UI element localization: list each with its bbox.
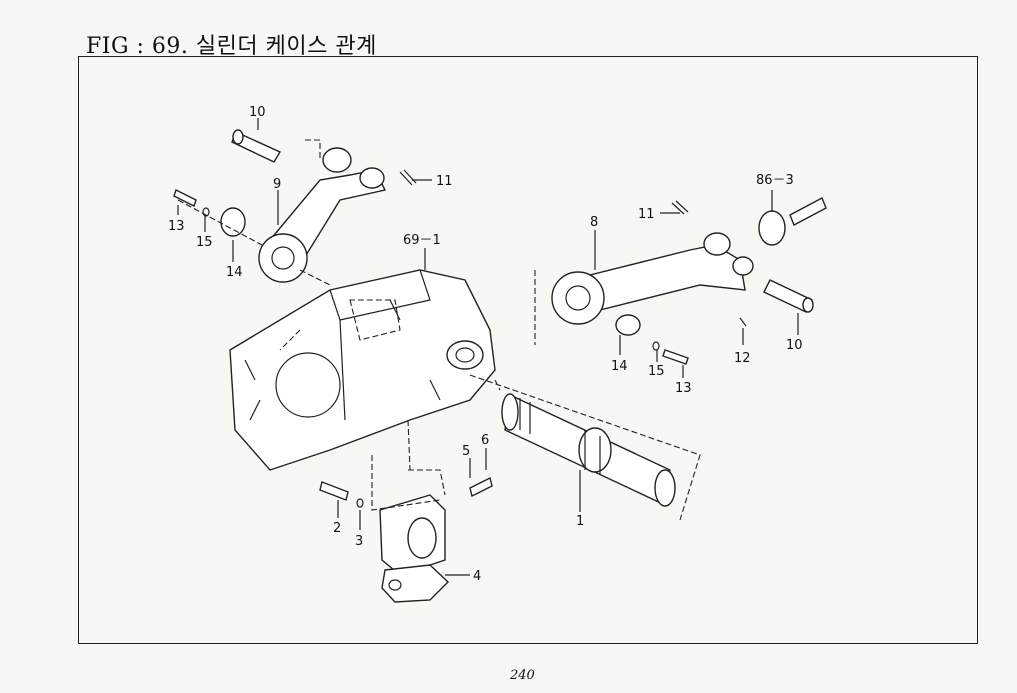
callout-5: 5 xyxy=(462,444,470,459)
callout-12: 12 xyxy=(734,351,751,366)
right-cotter-pin-part xyxy=(671,200,747,327)
callout-14-left: 14 xyxy=(226,265,243,280)
callout-6: 6 xyxy=(481,433,489,448)
callout-15-right: 15 xyxy=(648,364,665,379)
callout-10-right: 10 xyxy=(786,338,803,353)
callout-13-left: 13 xyxy=(168,219,185,234)
page-number: 240 xyxy=(510,668,535,683)
lower-arm-part xyxy=(379,494,450,603)
callout-1: 1 xyxy=(576,514,584,529)
callout-leader-lines xyxy=(177,118,799,576)
left-pin-part xyxy=(231,129,282,163)
left-cotter-pin-part xyxy=(399,169,417,186)
callout-11-left: 11 xyxy=(436,174,453,189)
callout-69-1: 69－1 xyxy=(403,233,441,248)
left-bolt-part xyxy=(173,189,210,217)
left-lift-arm-part xyxy=(258,139,387,283)
callout-4: 4 xyxy=(473,569,481,584)
lift-shaft-part xyxy=(501,393,676,507)
left-washer-part xyxy=(220,207,246,237)
callout-86-3: 86－3 xyxy=(756,173,794,188)
callout-14-right: 14 xyxy=(611,359,628,374)
right-bolt-part xyxy=(652,341,689,365)
callout-15-left: 15 xyxy=(196,235,213,250)
adjust-screw-part xyxy=(319,481,364,508)
callout-3: 3 xyxy=(355,534,363,549)
callout-10-left: 10 xyxy=(249,105,266,120)
callout-9: 9 xyxy=(273,177,281,192)
right-pin-part xyxy=(763,279,814,313)
callout-8: 8 xyxy=(590,215,598,230)
breather-screw-part xyxy=(469,476,493,498)
diagram-frame xyxy=(78,56,978,644)
seal-part xyxy=(758,197,827,246)
figure-title: FIG : 69. 실린더 케이스 관계 xyxy=(86,34,377,59)
callout-13-right: 13 xyxy=(675,381,692,396)
right-washer-part xyxy=(615,314,641,336)
callout-11-right: 11 xyxy=(638,207,655,222)
right-lift-arm-part xyxy=(534,232,754,345)
cylinder-case-part xyxy=(229,269,496,471)
callout-2: 2 xyxy=(333,521,341,536)
